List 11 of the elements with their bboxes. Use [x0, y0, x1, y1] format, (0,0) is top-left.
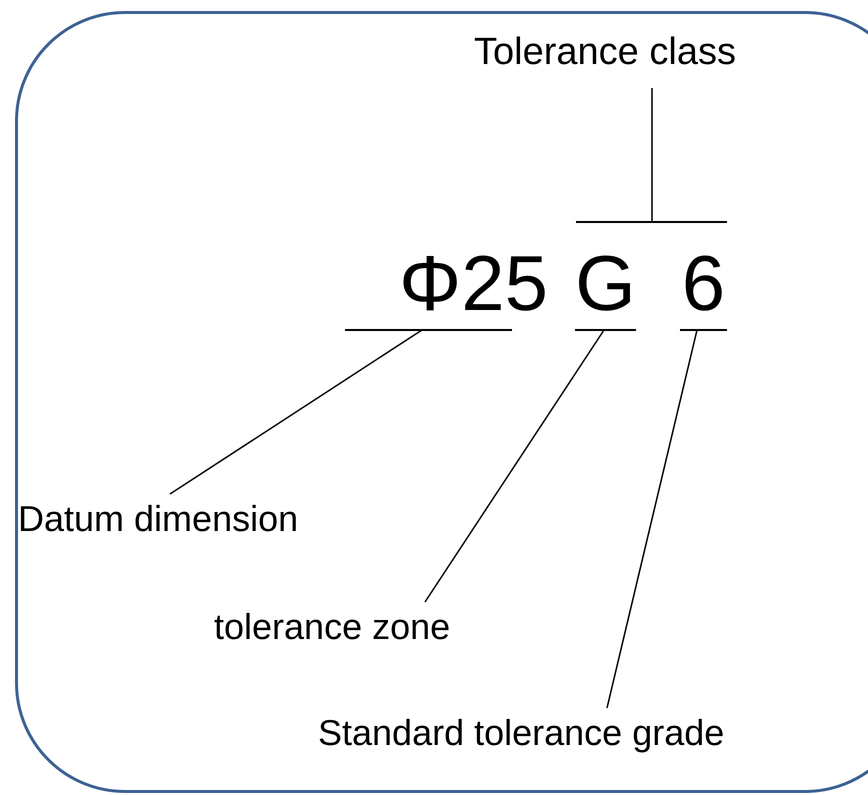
- callout-text: Datum dimension: [18, 494, 378, 544]
- leader-line: [651, 88, 653, 221]
- callout-text: Standard tolerance grade: [318, 708, 818, 758]
- dimension-value: Φ25: [345, 236, 552, 330]
- deviation-letter: G: [575, 236, 636, 330]
- leader-line: [424, 330, 605, 602]
- callout-text: Tolerance class: [455, 28, 755, 76]
- leader-line: [170, 329, 422, 495]
- grade-number: 6: [680, 236, 727, 330]
- callout-text: tolerance zone: [214, 602, 514, 652]
- leader-line: [606, 330, 698, 708]
